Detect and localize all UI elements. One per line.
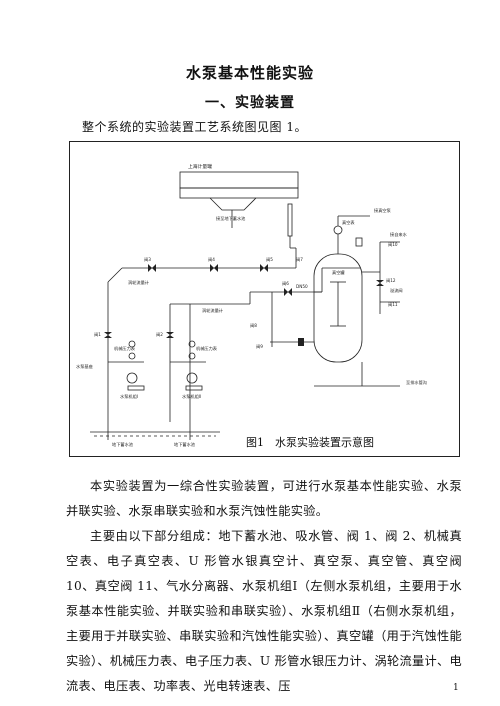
label-water-supply: 接自来水 xyxy=(390,231,408,238)
gauge-glass xyxy=(287,203,293,237)
label-top-tank: 上海计量罐 xyxy=(188,163,212,170)
label-valve4: 阀4 xyxy=(208,256,215,263)
label-underground-left: 地下蓄水池 xyxy=(112,441,134,448)
measuring-tank-hopper xyxy=(209,197,257,211)
tank-vacuum-gauge xyxy=(333,225,343,235)
label-vacuum-pump: 接真空泵 xyxy=(374,207,391,214)
label-relief-valve: 溢流阀 xyxy=(390,287,403,294)
label-pressure-left: 机械压力表 xyxy=(114,345,136,352)
section-heading: 一、实验装置 xyxy=(205,95,295,111)
label-valve7: 阀7 xyxy=(296,256,303,263)
diagonal-pipe xyxy=(107,267,123,283)
measuring-tank xyxy=(179,171,299,189)
label-valve9: 阀9 xyxy=(256,343,263,350)
pump-2 xyxy=(186,372,198,384)
label-weir-note: 接至地下蓄水池 xyxy=(216,215,246,222)
label-valve5: 阀5 xyxy=(266,256,273,263)
label-underground-right: 地下蓄水池 xyxy=(174,441,196,448)
valve-5 xyxy=(260,264,268,272)
label-valve11: 阀11 xyxy=(388,301,398,308)
page-title: 水泵基本性能实验 xyxy=(185,64,314,82)
valve-6 xyxy=(284,288,292,296)
pump-1 xyxy=(126,372,138,384)
paragraph-intro: 本实验装置为一综合性实验装置，可进行水泵基本性能实验、水泵并联实验、水泵串联实验… xyxy=(66,479,462,518)
valve-12 xyxy=(376,280,384,286)
measuring-tank-lower xyxy=(179,187,299,199)
intro-text: 整个系统的实验装置工艺系统图见图 1。 xyxy=(82,120,307,134)
label-valve2: 阀2 xyxy=(156,331,163,338)
paragraph-components: 主要由以下部分组成：地下蓄水池、吸水管、阀 1、阀 2、机械真空表、电子真空表、… xyxy=(66,529,462,693)
label-valve10: 阀10 xyxy=(388,241,398,248)
label-drain: 至排水管沟 xyxy=(406,379,427,386)
system-diagram-figure: 上海计量罐 接至地下蓄水池 阀3 阀4 阀5 阀6 阀7 阀8 阀9 阀1 阀2… xyxy=(69,141,460,457)
label-sump: 水泵基座 xyxy=(76,363,93,370)
label-valve8: 阀8 xyxy=(250,322,257,329)
label-valve6: 阀6 xyxy=(282,280,289,287)
valve-1 xyxy=(104,332,112,338)
label-tank-body: 真空罐 xyxy=(332,269,345,276)
label-valve12: 阀12 xyxy=(386,277,396,284)
label-pump1: 水泵机组Ⅰ xyxy=(120,393,138,400)
label-valve1: 阀1 xyxy=(94,331,101,338)
label-flowmeter-left: 涡轮流量计 xyxy=(128,279,149,286)
system-diagram: 上海计量罐 接至地下蓄水池 阀3 阀4 阀5 阀6 阀7 阀8 阀9 阀1 阀2… xyxy=(76,163,427,448)
label-pressure-right: 机械压力表 xyxy=(196,345,218,352)
page-number: 1 xyxy=(453,683,459,693)
label-dn: DN50 xyxy=(296,284,308,289)
figure-caption: 图1 水泵实验装置示意图 xyxy=(246,436,374,449)
valve-4 xyxy=(210,264,218,272)
flange xyxy=(298,338,304,346)
label-valve3: 阀3 xyxy=(144,256,151,263)
label-pump2: 水泵机组Ⅱ xyxy=(182,393,201,400)
valve-2 xyxy=(166,332,174,338)
label-tank-vacuum: 真空表 xyxy=(342,219,355,226)
label-flowmeter-right: 涡轮流量计 xyxy=(202,307,223,314)
valve-3 xyxy=(148,264,156,272)
